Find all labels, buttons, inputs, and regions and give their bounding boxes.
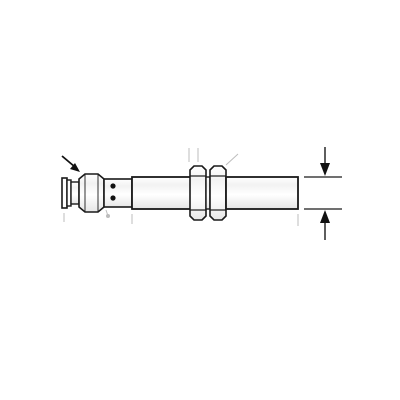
led-indicator-icon bbox=[110, 195, 116, 201]
callout-lines bbox=[63, 148, 299, 226]
arrow-up-icon bbox=[320, 210, 330, 223]
diameter-dimension bbox=[304, 147, 342, 240]
threaded-body bbox=[131, 176, 193, 210]
arrow-down-icon bbox=[320, 163, 330, 176]
lock-nut-2 bbox=[209, 165, 227, 221]
sensor-neck bbox=[103, 178, 133, 208]
pointer-arrow-icon bbox=[61, 155, 80, 172]
led-indicator-icon bbox=[110, 183, 116, 189]
callout-dot-icon bbox=[106, 214, 110, 218]
lock-nut-1 bbox=[189, 165, 207, 221]
coupling-nut bbox=[78, 173, 105, 213]
sensing-face-body bbox=[225, 176, 299, 210]
connector-end bbox=[61, 177, 80, 209]
